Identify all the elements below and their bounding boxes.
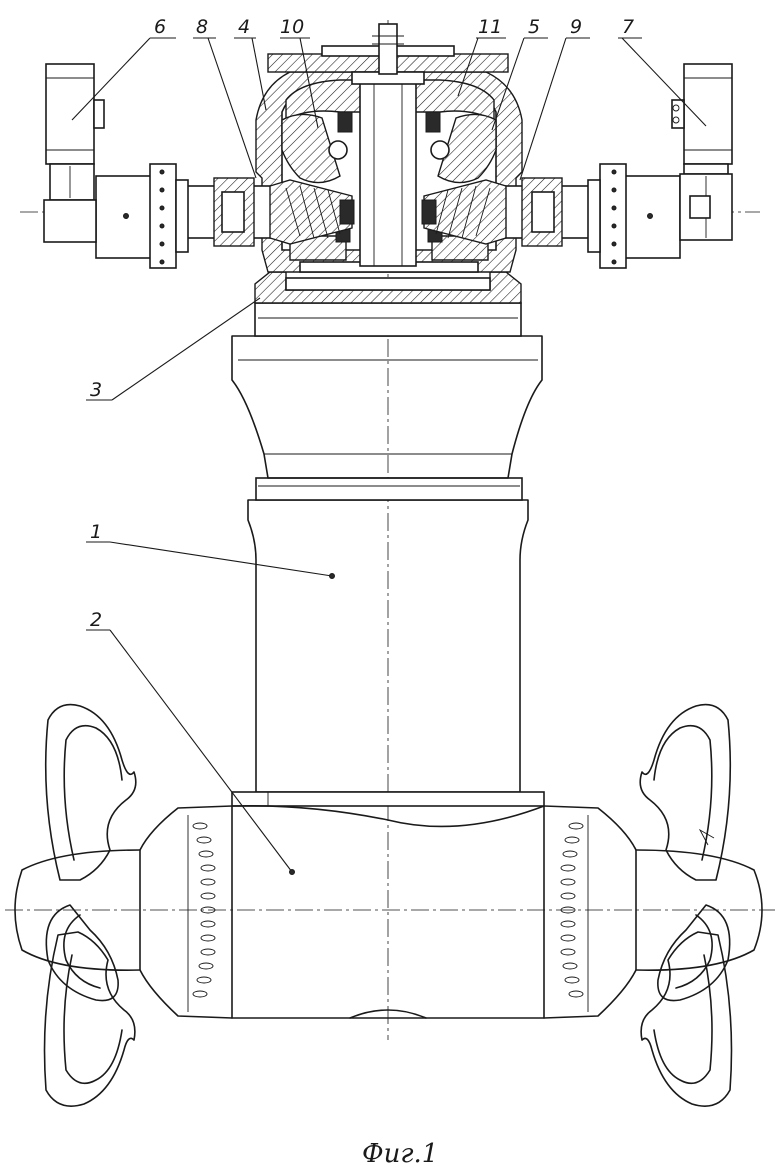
coupling-left: [96, 164, 188, 268]
callout-3: 3: [90, 379, 102, 401]
propeller-left: [45, 705, 136, 1107]
pod-housing: [15, 792, 762, 1018]
callout-4: 4: [238, 16, 250, 38]
coupling-right: [588, 164, 680, 268]
callout-1: 1: [90, 521, 102, 543]
motor-right: [672, 64, 732, 240]
callout-10: 10: [280, 16, 304, 38]
callout-7: 7: [622, 16, 634, 38]
callout-9: 9: [570, 16, 582, 38]
callout-5: 5: [528, 16, 540, 38]
figure-caption: Фиг.1: [362, 1139, 438, 1169]
callout-2: 2: [90, 609, 102, 631]
motor-left: [44, 64, 104, 242]
callout-6: 6: [154, 16, 166, 38]
callout-11: 11: [478, 16, 502, 38]
gearbox: [255, 24, 522, 303]
propeller-right: [640, 705, 731, 1107]
column-housing: [232, 303, 542, 792]
callout-8: 8: [196, 16, 208, 38]
